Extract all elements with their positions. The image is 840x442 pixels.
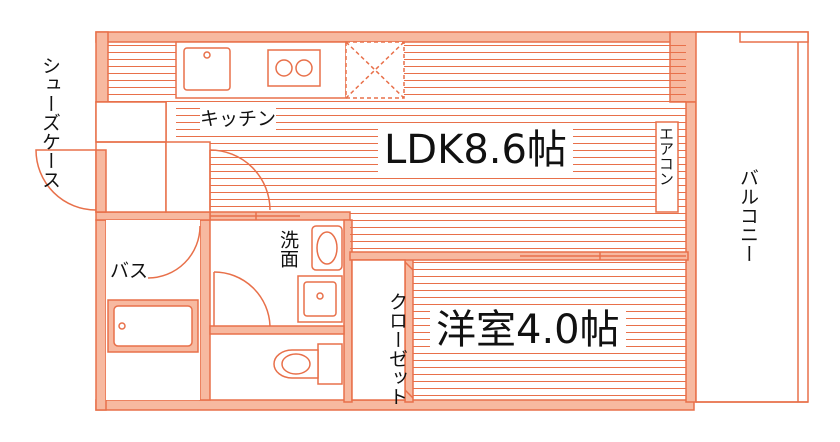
room-label-ldk: LDK8.6帖 xyxy=(378,128,573,172)
room-label-kitchen: キッチン xyxy=(200,104,277,131)
room-label-washroom: 洗面 xyxy=(277,230,299,268)
room-label-shoe-case: シューズケース xyxy=(39,56,61,189)
balcony xyxy=(695,31,809,403)
room-label-bath: バス xyxy=(110,260,149,282)
toilet-icon xyxy=(273,343,343,385)
bathroom xyxy=(106,220,201,400)
entrance xyxy=(35,101,271,213)
aircon-unit xyxy=(655,121,679,213)
sliding-doors xyxy=(210,212,686,260)
room-label-western: 洋室4.0帖 xyxy=(430,308,626,352)
room-label-balcony: バルコニー xyxy=(737,168,759,263)
door-swing-icon xyxy=(35,149,97,211)
washroom xyxy=(213,225,343,327)
kitchen-sink-icon xyxy=(183,47,231,91)
fridge-space-icon xyxy=(345,41,405,99)
kitchen-counter xyxy=(175,41,405,99)
room-label-aircon: エアコン xyxy=(657,126,675,186)
closet xyxy=(351,259,414,401)
room-label-closet: クローゼット xyxy=(386,292,408,406)
